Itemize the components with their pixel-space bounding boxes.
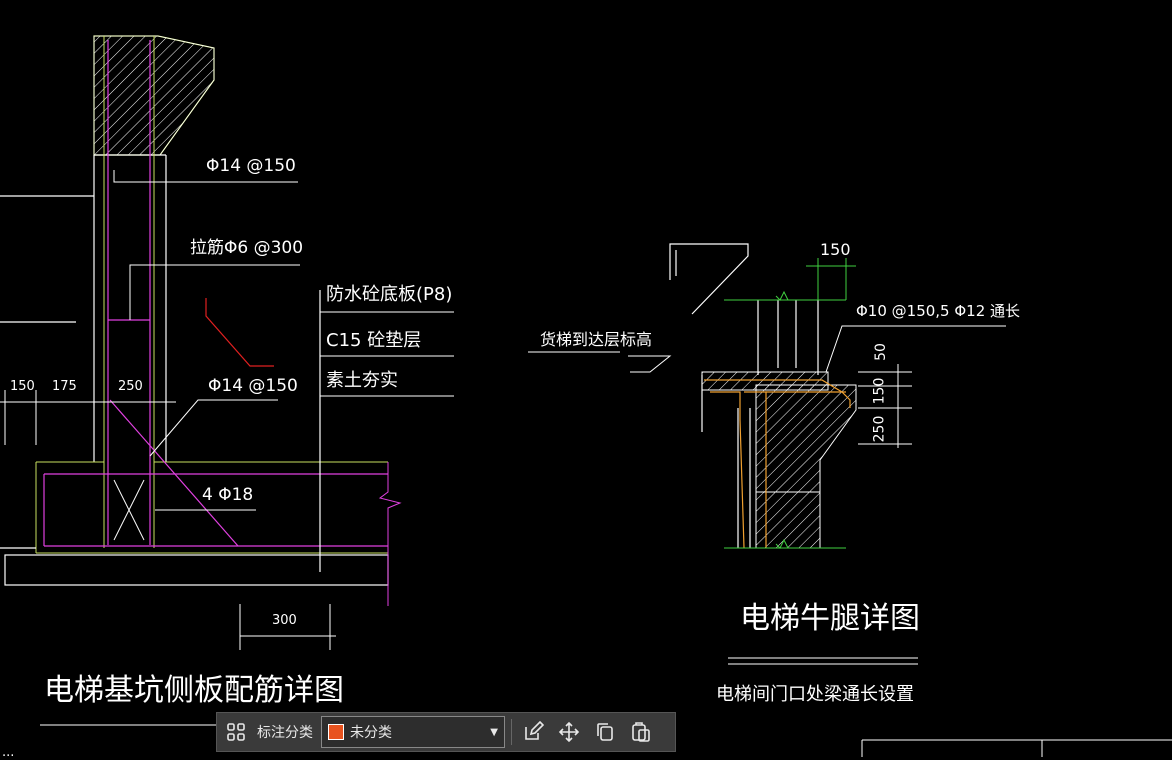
category-color-swatch — [328, 724, 344, 740]
move-icon[interactable] — [554, 717, 584, 747]
slab-hatch — [701, 371, 829, 391]
category-label: 标注分类 — [257, 725, 313, 741]
category-select[interactable]: 未分类 ▼ — [321, 716, 505, 748]
toolbar-divider — [511, 719, 512, 745]
bottom-note: ... — [2, 745, 15, 760]
dim-150-left: 150 — [10, 379, 35, 394]
label-beam-bar: Φ10 @150,5 Φ12 通长 — [856, 302, 1021, 320]
grid-apps-icon[interactable] — [221, 717, 251, 747]
title-left: 电梯基坑侧板配筋详图 — [44, 673, 344, 708]
dim-150-top: 150 — [820, 240, 851, 259]
foundation-slab — [0, 195, 389, 586]
dim-175: 175 — [52, 379, 77, 394]
wall-green-lines — [35, 36, 388, 554]
label-waterproof: 防水砼底板(P8) — [326, 284, 453, 305]
label-tie-bar: 拉筋Φ6 @300 — [190, 238, 304, 258]
corbel-hatch — [755, 384, 857, 549]
dim-lines-left — [0, 390, 336, 650]
table-corner — [861, 739, 1172, 757]
dim-250-right: 250 — [871, 415, 888, 443]
label-arrival-level: 货梯到达层标高 — [540, 330, 653, 349]
green-lines-right — [724, 258, 856, 549]
label-bar-bottom: 4 Φ18 — [202, 485, 254, 505]
edit-icon[interactable] — [518, 717, 548, 747]
red-marker — [205, 298, 274, 367]
label-bar-mid: Φ14 @150 — [208, 376, 298, 396]
break-line — [378, 462, 402, 606]
rebar-lines — [43, 40, 388, 547]
leader-lines-right — [528, 325, 1006, 665]
title-right: 电梯牛腿详图 — [740, 601, 920, 636]
cross-brace — [113, 479, 145, 541]
leader-lines — [40, 170, 454, 726]
note-right: 电梯间门口处梁通长设置 — [716, 684, 914, 705]
chevron-down-icon: ▼ — [490, 726, 498, 738]
dim-250-left: 250 — [118, 379, 143, 394]
corbel-rebar — [704, 379, 851, 549]
label-soil: 素土夯实 — [326, 370, 398, 391]
copy-icon[interactable] — [590, 717, 620, 747]
annotation-toolbar: 标注分类 未分类 ▼ — [216, 712, 676, 752]
paste-icon[interactable] — [626, 717, 656, 747]
category-value: 未分类 — [350, 725, 392, 741]
label-cushion: C15 砼垫层 — [326, 330, 422, 351]
door-frame — [669, 243, 749, 315]
corbel-outline — [701, 300, 819, 548]
dim-50: 50 — [872, 343, 889, 361]
label-bar-top: Φ14 @150 — [206, 156, 296, 176]
dim-150-right: 150 — [871, 377, 888, 405]
dim-300: 300 — [272, 613, 297, 628]
